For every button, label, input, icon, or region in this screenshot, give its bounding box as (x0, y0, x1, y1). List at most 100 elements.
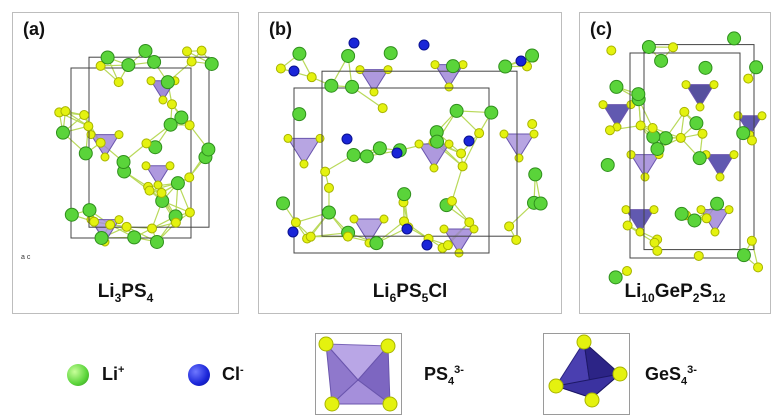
sulfur-atom (607, 46, 616, 55)
lithium-atom (529, 168, 542, 181)
ps4-tetrahedron-legend-icon (315, 333, 402, 415)
sulfur-atom (445, 140, 453, 148)
ges4-tetrahedron-legend-icon (543, 333, 630, 415)
sulfur-atom (680, 107, 689, 116)
lithium-atom (128, 231, 141, 244)
sulfur-atom (716, 173, 724, 181)
sulfur-atom (80, 111, 89, 120)
lithium-atom (642, 40, 655, 53)
cl-ion-legend-sphere (188, 364, 210, 386)
chlorine-atom (392, 148, 402, 158)
sulfur-atom (147, 77, 155, 85)
li3ps4-structure (13, 13, 238, 313)
lithium-atom (651, 142, 664, 155)
lithium-atom (293, 108, 306, 121)
sulfur-atom (530, 130, 538, 138)
formula-li10gep2s12: Li10GeP2S12 (580, 281, 770, 305)
panel-li6ps5cl: (b) Li6PS5Cl (258, 12, 562, 314)
sulfur-atom (445, 83, 453, 91)
sulfur-atom (415, 140, 423, 148)
lithium-atom (95, 231, 108, 244)
sulfur-atom (197, 46, 206, 55)
sulfur-atom (702, 214, 711, 223)
lithium-atom (150, 235, 163, 248)
sulfur-atom (627, 151, 635, 159)
sulfur-atom (307, 73, 316, 82)
formula-li6ps5cl: Li6PS5Cl (259, 281, 561, 305)
sulfur-atom (276, 64, 285, 73)
sulfur-atom (512, 235, 521, 244)
sulfur-atom (515, 154, 523, 162)
sulfur-atom (636, 228, 644, 236)
sulfur-atom (711, 228, 719, 236)
sulfur-atom (291, 218, 300, 227)
sulfur-atom (599, 101, 607, 109)
sulfur-atom (167, 100, 176, 109)
sulfur-atom (669, 43, 678, 52)
chlorine-atom (419, 40, 429, 50)
sulfur-atom (459, 61, 467, 69)
sulfur-atom (447, 197, 456, 206)
sulfur-atom (84, 122, 93, 131)
ps4-legend-label: PS43- (424, 364, 464, 388)
sulfur-atom (284, 134, 292, 142)
lithium-atom (360, 150, 373, 163)
lithium-atom (534, 197, 547, 210)
sulfur-atom (622, 206, 630, 214)
sulfur-atom (623, 221, 632, 230)
sulfur-atom (96, 138, 105, 147)
lithium-atom (171, 177, 184, 190)
lithium-atom (325, 79, 338, 92)
lithium-atom (101, 51, 114, 64)
sulfur-atom (694, 251, 703, 260)
lithium-atom (202, 143, 215, 156)
sulfur-atom (114, 78, 123, 87)
lithium-atom (164, 118, 177, 131)
sulfur-atom (734, 112, 742, 120)
sulfur-atom (443, 241, 452, 250)
sulfur-atom (145, 186, 154, 195)
sulfur-atom (650, 206, 658, 214)
sulfur-atom (636, 121, 645, 130)
lithium-atom (675, 207, 688, 220)
sulfur-atom (696, 103, 704, 111)
sulfur-atom (316, 134, 324, 142)
sulfur-atom (430, 164, 438, 172)
lithium-atom (148, 55, 161, 68)
sulfur-atom (185, 121, 194, 130)
sulfur-atom (648, 123, 657, 132)
sulfur-atom (475, 129, 484, 138)
lithium-atom (750, 61, 763, 74)
cl-ion-legend-label: Cl- (222, 364, 244, 385)
chlorine-atom (422, 240, 432, 250)
sulfur-atom (187, 57, 196, 66)
lithium-atom (398, 188, 411, 201)
lithium-atom (450, 104, 463, 117)
sulfur-atom (321, 167, 330, 176)
lithium-atom (161, 76, 174, 89)
sulfur-atom (154, 181, 162, 189)
sulfur-atom (343, 232, 352, 241)
sulfur-atom (725, 206, 733, 214)
lithium-atom (293, 47, 306, 60)
ges4-legend-label: GeS43- (645, 364, 697, 388)
lithium-atom (277, 197, 290, 210)
sulfur-atom (440, 225, 448, 233)
sulfur-atom (306, 232, 315, 241)
chlorine-atom (289, 66, 299, 76)
sulfur-atom (380, 215, 388, 223)
lithium-atom (342, 49, 355, 62)
panel-li10gep2s12: (c) Li10GeP2S12 (579, 12, 771, 314)
chlorine-atom (402, 224, 412, 234)
lithium-atom (601, 158, 614, 171)
sulfur-atom (641, 173, 649, 181)
sulfur-atom (87, 131, 95, 139)
chlorine-atom (516, 56, 526, 66)
lithium-atom (122, 59, 135, 72)
sulfur-atom (122, 222, 131, 231)
lithium-atom (117, 156, 130, 169)
sulfur-atom (653, 246, 662, 255)
sulfur-atom (698, 129, 707, 138)
sulfur-atom (185, 208, 194, 217)
panel-li3ps4: (a) a c Li3PS4 (12, 12, 239, 314)
